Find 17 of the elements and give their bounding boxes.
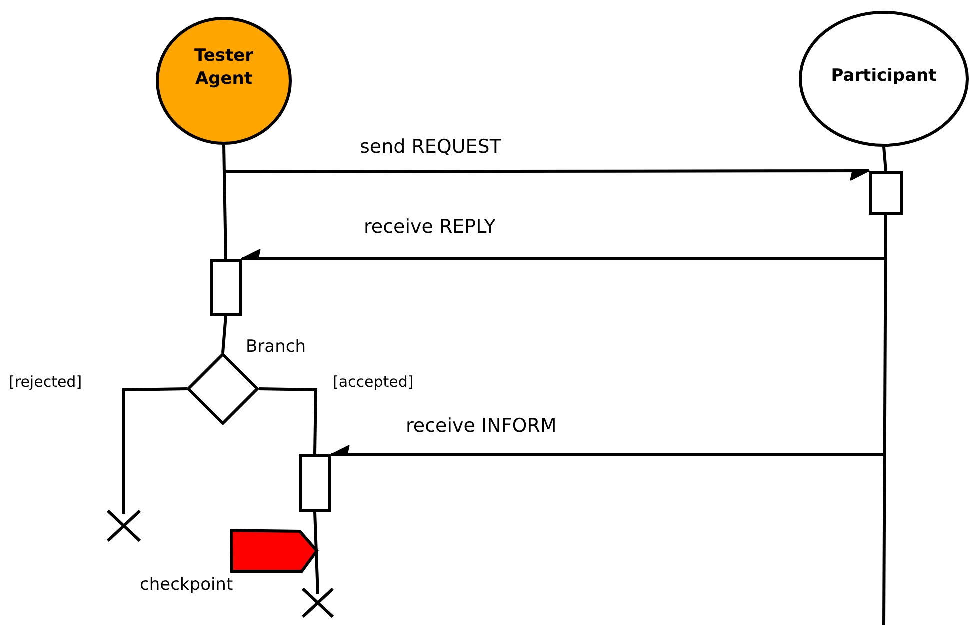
connector-line (330, 445, 885, 456)
edge-label: [accepted] (333, 374, 414, 390)
participant-name: Tester Agent (193, 45, 255, 91)
connector-line (258, 388, 318, 454)
connector-line (122, 388, 188, 514)
connector-line (241, 249, 887, 260)
connector-line (314, 512, 320, 594)
connector-line (224, 170, 870, 181)
participant-name: Participant (830, 67, 938, 86)
connector-line (882, 215, 888, 625)
edge-label: [rejected] (9, 374, 82, 390)
connector-line (222, 316, 228, 354)
decision-label: Branch (246, 338, 306, 357)
edge-label: send REQUEST (360, 137, 502, 158)
connector-line (222, 144, 228, 260)
node-label: checkpoint (140, 576, 234, 595)
connector-line (882, 146, 888, 172)
